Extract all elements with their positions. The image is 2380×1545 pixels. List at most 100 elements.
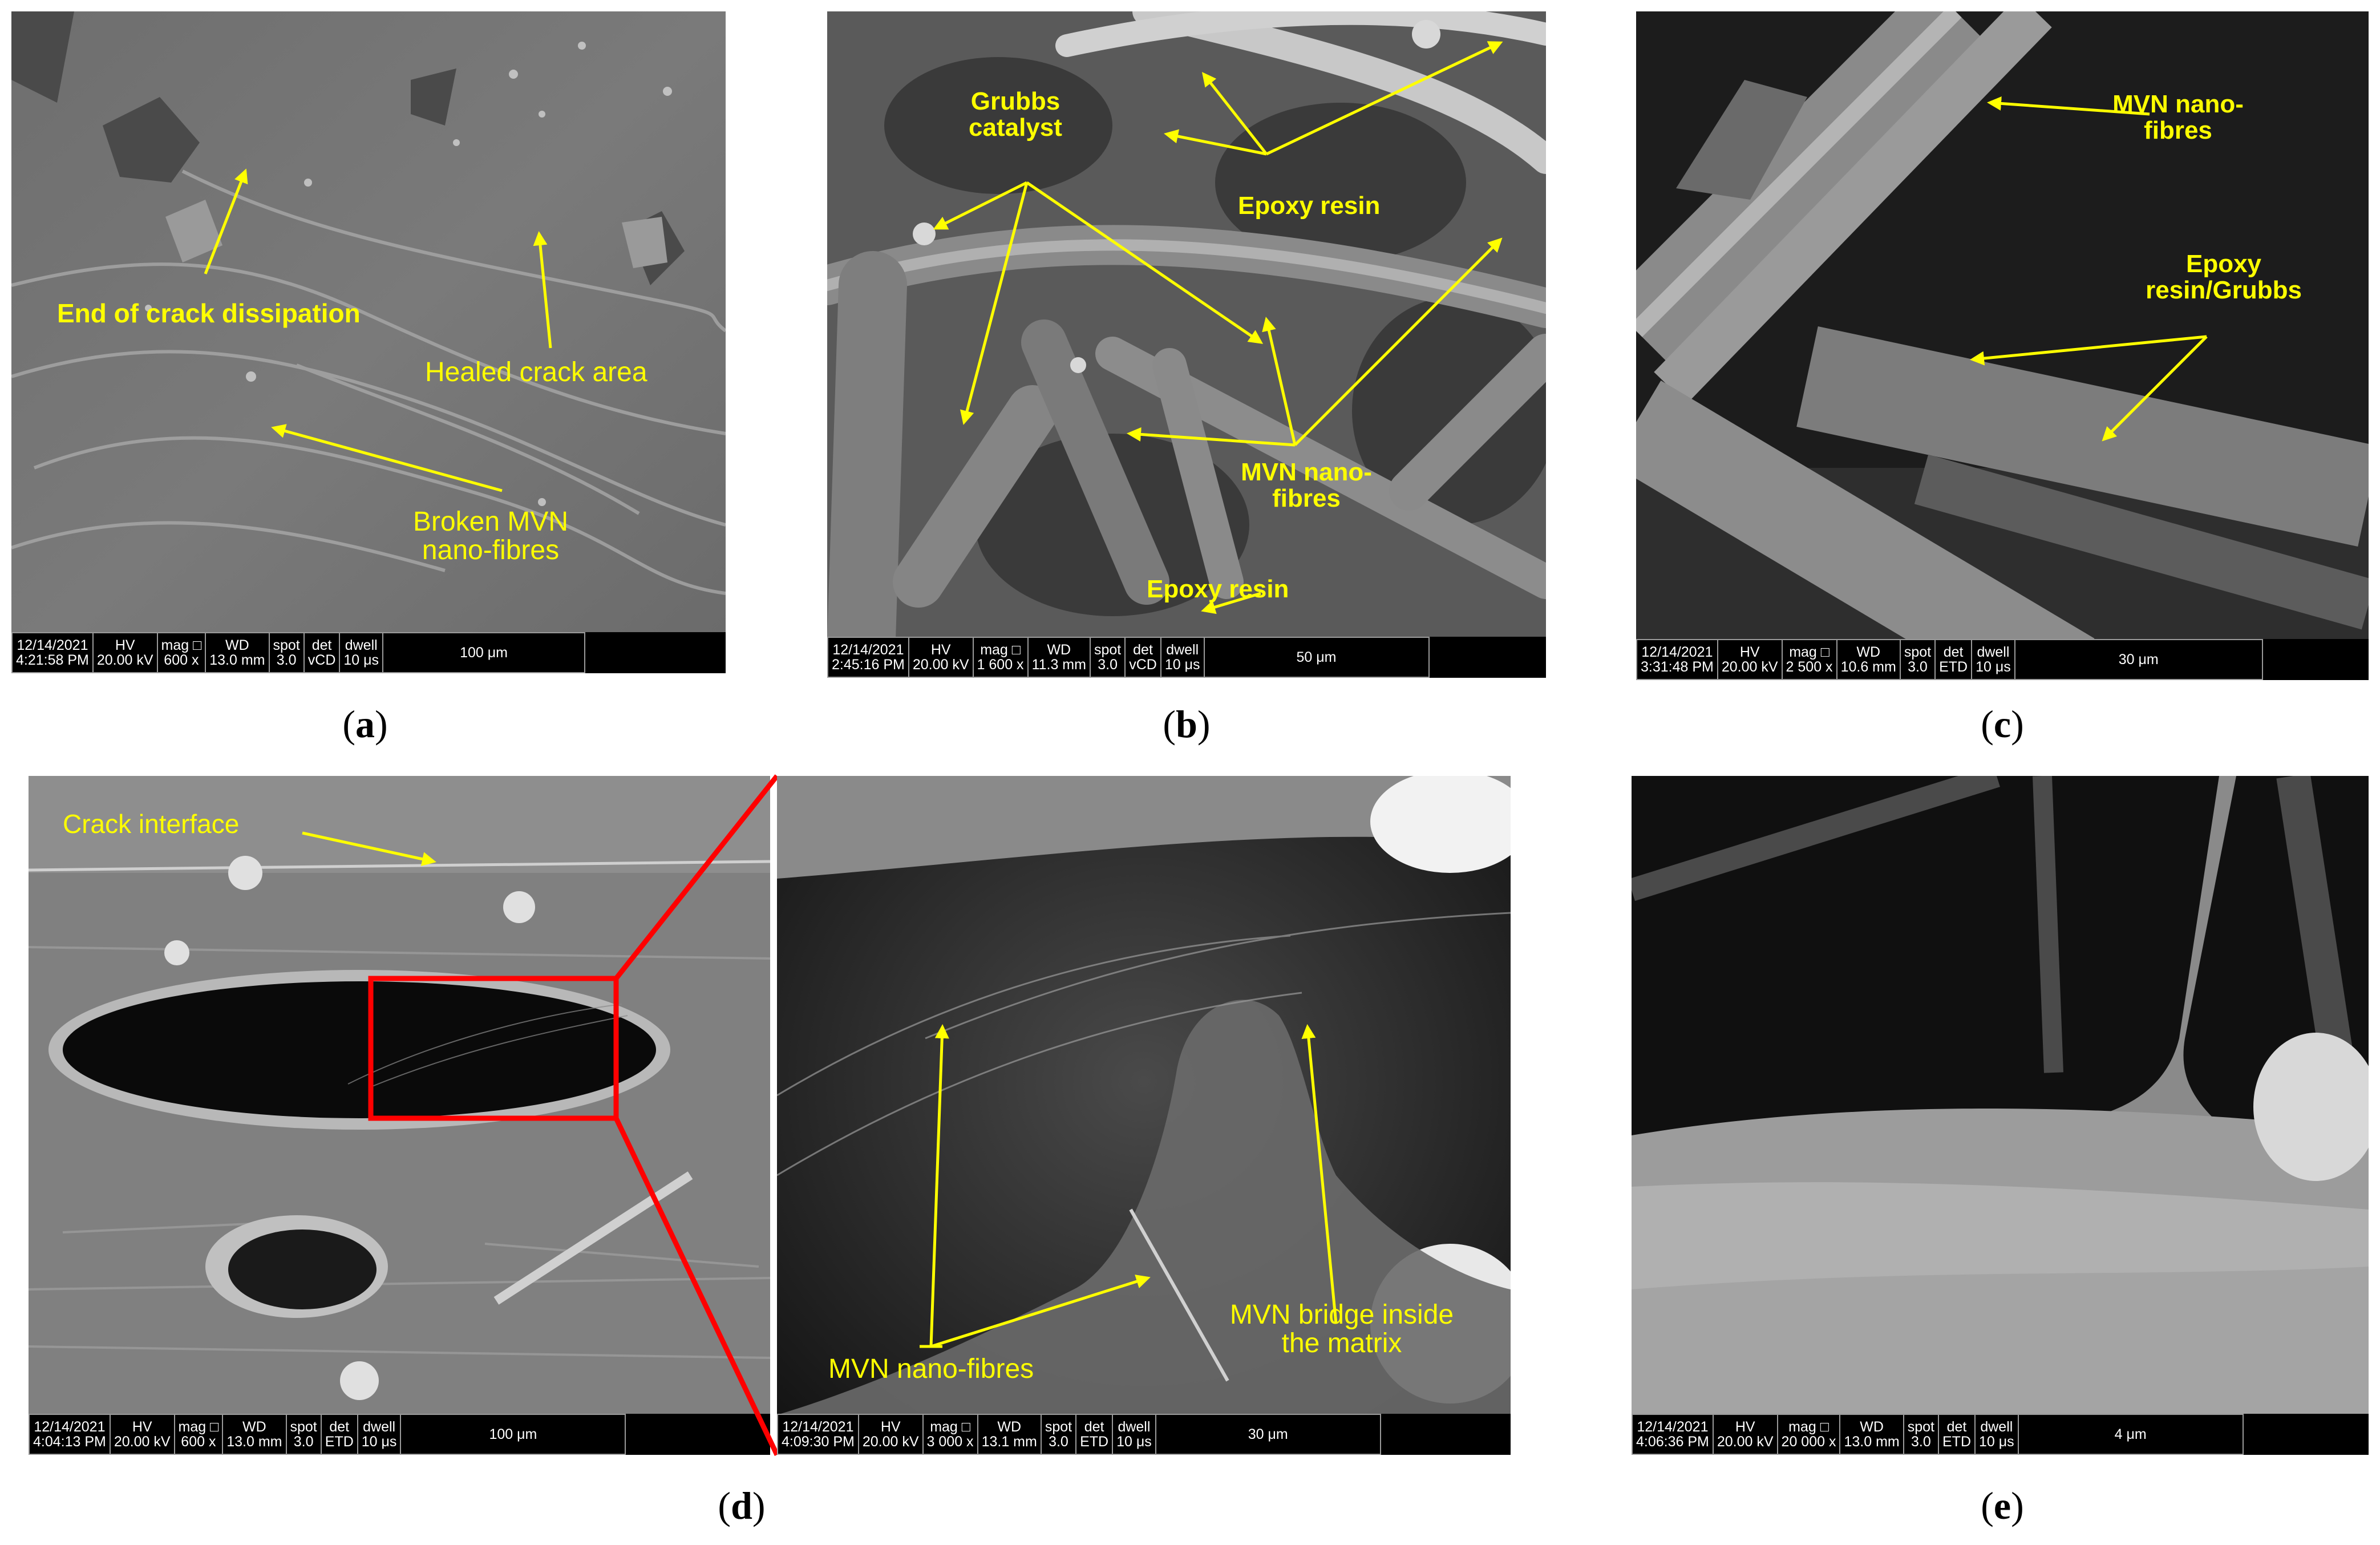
mag-cell: mag □2 500 x bbox=[1781, 639, 1837, 680]
sem-image-e bbox=[1632, 776, 2369, 1455]
label-mvn-nanofibres-b: MVN nano-fibres bbox=[1241, 458, 1372, 513]
scale-bar-label: 100 μm bbox=[387, 645, 581, 660]
scale-bar-label: 100 μm bbox=[404, 1427, 622, 1442]
label-mvn-nanofibres-c: MVN nano-fibres bbox=[2112, 90, 2244, 145]
annotation-arrows-b bbox=[933, 41, 1503, 614]
arrow-end-of-crack bbox=[204, 168, 248, 274]
scale-bar-cell: 30 μm bbox=[2014, 639, 2263, 680]
scale-bar-cell: 4 μm bbox=[2017, 1414, 2244, 1455]
caption-d: (d) bbox=[718, 1484, 766, 1527]
label-epoxy-resin-top: Epoxy resin bbox=[1238, 192, 1381, 220]
scale-bar-cell: 100 μm bbox=[382, 632, 586, 673]
label-end-of-crack: End of crack dissipation bbox=[57, 298, 361, 328]
mag-cell: mag □600 x bbox=[173, 1414, 224, 1455]
scale-bar-label: 50 μm bbox=[1208, 650, 1425, 665]
arrow-broken-mvn bbox=[271, 424, 503, 492]
sem-image-a bbox=[11, 11, 726, 673]
arrow-healed-crack bbox=[533, 231, 552, 349]
mag-cell: mag □600 x bbox=[156, 632, 207, 673]
annotation-arrows-c bbox=[1970, 96, 2208, 442]
zoom-region-box bbox=[368, 976, 619, 1121]
scale-bar-cell: 100 μm bbox=[400, 1414, 626, 1455]
scale-bar-label: 30 μm bbox=[2018, 652, 2258, 667]
caption-b: (b) bbox=[1163, 702, 1211, 746]
scale-bar-label: 4 μm bbox=[2022, 1427, 2239, 1442]
scale-bar-cell: 30 μm bbox=[1155, 1414, 1381, 1455]
caption-a: (a) bbox=[342, 702, 388, 746]
label-broken-mvn-line1: Broken MVN bbox=[412, 507, 569, 537]
annotation-arrows-d-right bbox=[920, 1024, 1338, 1348]
caption-c: (c) bbox=[1981, 702, 2024, 746]
scale-bar-label: 30 μm bbox=[1159, 1427, 1377, 1442]
label-crack-interface: Crack interface bbox=[63, 809, 240, 839]
label-mvn-nanofibres-d: MVN nano-fibres bbox=[828, 1354, 1034, 1384]
label-broken-mvn-line2: nano-fibres bbox=[422, 535, 560, 566]
scale-bar-cell: 50 μm bbox=[1203, 637, 1430, 678]
sem-image-b bbox=[827, 11, 1546, 678]
mag-cell: mag □1 600 x bbox=[972, 637, 1029, 678]
sem-image-c bbox=[1636, 11, 2369, 680]
sem-image-d-right bbox=[777, 776, 1511, 1455]
mag-cell: mag □3 000 x bbox=[922, 1414, 978, 1455]
annotation-arrows-a bbox=[204, 168, 552, 492]
label-epoxy-resin-bottom: Epoxy resin bbox=[1147, 575, 1289, 603]
caption-e: (e) bbox=[1981, 1484, 2024, 1527]
mag-cell: mag □20 000 x bbox=[1776, 1414, 1841, 1455]
label-healed-crack: Healed crack area bbox=[425, 357, 647, 387]
label-broken-mvn: Broken MVN nano-fibres bbox=[405, 507, 576, 566]
sem-panel-a: End of crack dissipation Healed crack ar… bbox=[11, 11, 726, 673]
